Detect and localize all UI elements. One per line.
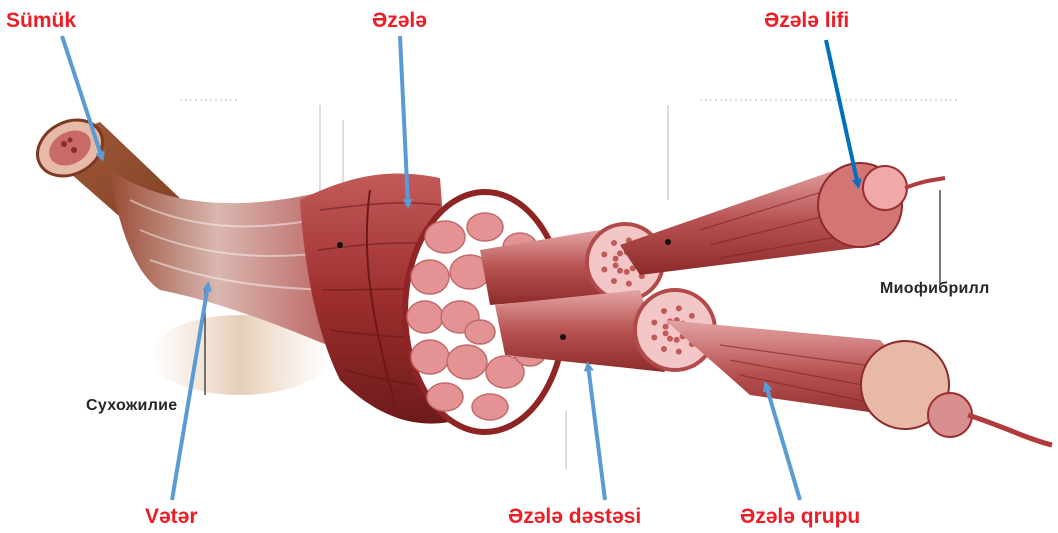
fascicle-section [467,213,503,241]
fiber-dot [624,269,630,275]
tendon-label: Vətər [145,506,198,527]
fiber-dot [676,305,682,311]
fascicle-section [411,260,449,294]
fiber-dot [626,281,632,287]
fiber-dot [601,267,607,273]
fiber-dot [689,313,695,319]
myofibril-ru-label: Миофибрилл [880,281,990,297]
muscle-fiber-label: Əzələ lifi [764,10,849,31]
bone-label: Sümük [6,10,76,31]
fascicle-section [425,221,465,253]
fiber-dot [661,308,667,314]
fiber-dot [663,324,669,330]
fascicle-section [447,345,487,379]
fascicle-section [411,340,449,374]
fiber-dot [613,256,619,262]
fiber-dot [676,349,682,355]
arrow-muscle-group [766,385,800,500]
fascicle-section [407,301,443,333]
arrow-tendon [172,285,208,500]
fiber-dot [601,251,607,257]
upper-muscle-fiber [620,163,945,275]
muscle-label: Əzələ [372,10,427,31]
fascicle-section [465,320,495,344]
muscle-bundle-label: Əzələ dəstəsi [508,506,641,527]
fascicle-section [427,383,463,411]
fiber-dot [651,335,657,341]
fiber-dot [617,250,623,256]
fiber-dot [651,319,657,325]
fiber-dot [617,268,623,274]
tendon-ru-label: Сухожилие [86,398,178,414]
muscle-group-label: Əzələ qrupu [740,506,860,527]
arrow-muscle-bundle [588,365,605,500]
fiber-dot [674,337,680,343]
fiber-dot [661,346,667,352]
fiber-dot [611,240,617,246]
fascicle-section [472,394,508,420]
fiber-dot [613,262,619,268]
fiber-dot [663,330,669,336]
arrow-muscle-fiber [826,40,858,185]
fiber-dot [611,278,617,284]
lower-muscle-fiber [665,320,1052,445]
fiber-dot [667,336,673,342]
